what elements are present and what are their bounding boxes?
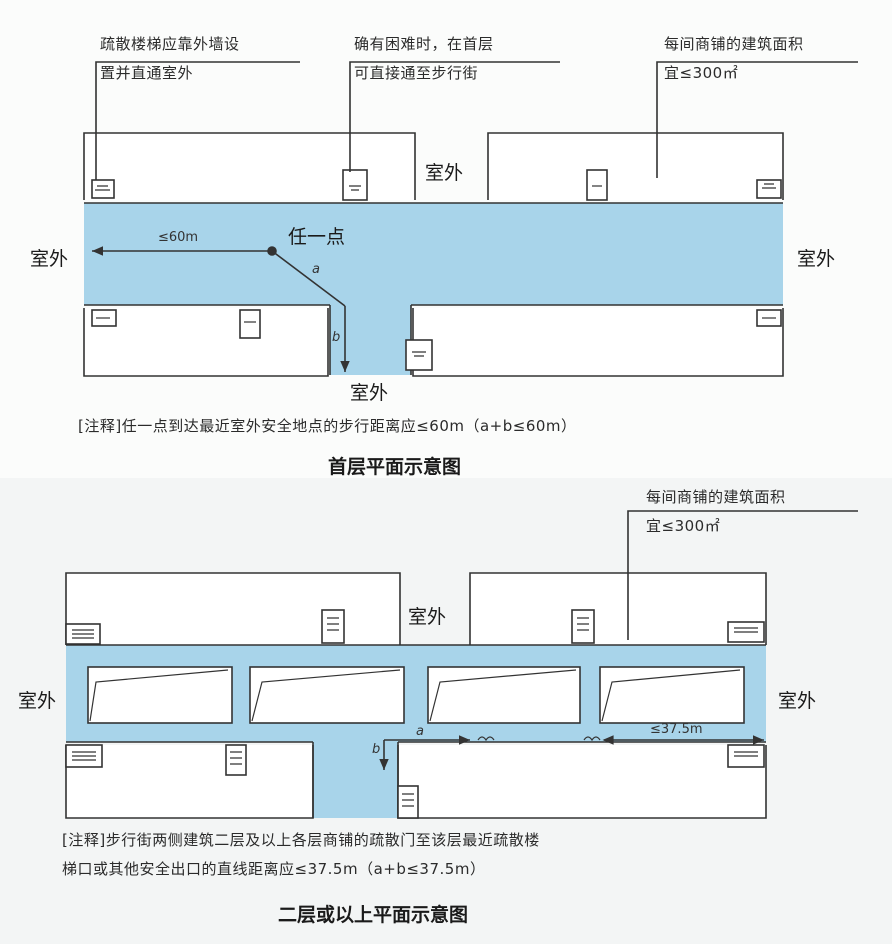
outside-label-top: 室外 <box>425 162 464 184</box>
callout-area-line2: 宜≤300㎡ <box>664 64 739 82</box>
upper-pedestrian-street <box>66 645 766 818</box>
upper-outside-label-top: 室外 <box>408 606 447 628</box>
callout-stair-line1: 疏散楼梯应靠外墙设 <box>100 35 240 53</box>
outside-label-bottom: 室外 <box>350 382 389 404</box>
upper-callout-area-line1: 每间商铺的建筑面积 <box>646 488 786 506</box>
outside-label-right: 室外 <box>797 248 836 270</box>
callout-area-line1: 每间商铺的建筑面积 <box>664 35 804 53</box>
distance-label-37-5m: ≤37.5m <box>650 722 703 737</box>
upper-building-bottom-right <box>397 745 767 819</box>
atrium-void <box>87 666 745 724</box>
building-top-right <box>487 132 784 200</box>
upper-building-top-right <box>469 572 767 645</box>
callout-leader-stair <box>95 61 300 180</box>
callout-leader-area <box>656 61 858 178</box>
upper-segment-b-label: b <box>372 742 381 757</box>
callout-stair-line2: 置并直通室外 <box>100 64 194 82</box>
building-top-left <box>83 132 416 200</box>
upper-segment-a-label: a <box>416 724 424 739</box>
upper-building-top-left <box>65 572 401 645</box>
any-point-marker <box>267 246 277 256</box>
upper-floor-plan <box>65 510 858 819</box>
ground-floor-note: [注释]任一点到达最近室外安全地点的步行距离应≤60m（a+b≤60m） <box>78 417 577 435</box>
upper-outside-label-left: 室外 <box>18 690 57 712</box>
ground-floor-title: 首层平面示意图 <box>328 456 462 478</box>
upper-callout-leader-area <box>627 510 858 640</box>
upper-outside-label-right: 室外 <box>778 690 817 712</box>
callout-difficulty-line2: 可直接通至步行街 <box>354 64 479 82</box>
segment-a-label: a <box>312 262 320 277</box>
outside-label-left: 室外 <box>30 248 69 270</box>
callout-difficulty-line1: 确有困难时，在首层 <box>354 35 494 53</box>
pedestrian-street <box>84 203 783 375</box>
path-segment-a <box>271 250 346 307</box>
upper-callout-area-line2: 宜≤300㎡ <box>646 517 721 535</box>
segment-b-label: b <box>332 330 341 345</box>
stair-icon <box>91 169 782 371</box>
upper-floor-title: 二层或以上平面示意图 <box>278 904 469 926</box>
ground-floor-plan <box>83 61 858 377</box>
upper-floor-note-line2: 梯口或其他安全出口的直线距离应≤37.5m（a+b≤37.5m） <box>62 860 486 878</box>
building-bottom-left <box>83 308 329 377</box>
distance-label-60m: ≤60m <box>158 230 199 245</box>
callout-leader-difficulty <box>349 61 560 172</box>
upper-floor-note-line1: [注释]步行街两侧建筑二层及以上各层商铺的疏散门至该层最近疏散楼 <box>62 831 540 849</box>
any-point-label: 任一点 <box>288 226 346 248</box>
upper-building-bottom-left <box>65 745 314 819</box>
building-bottom-right <box>412 308 784 377</box>
